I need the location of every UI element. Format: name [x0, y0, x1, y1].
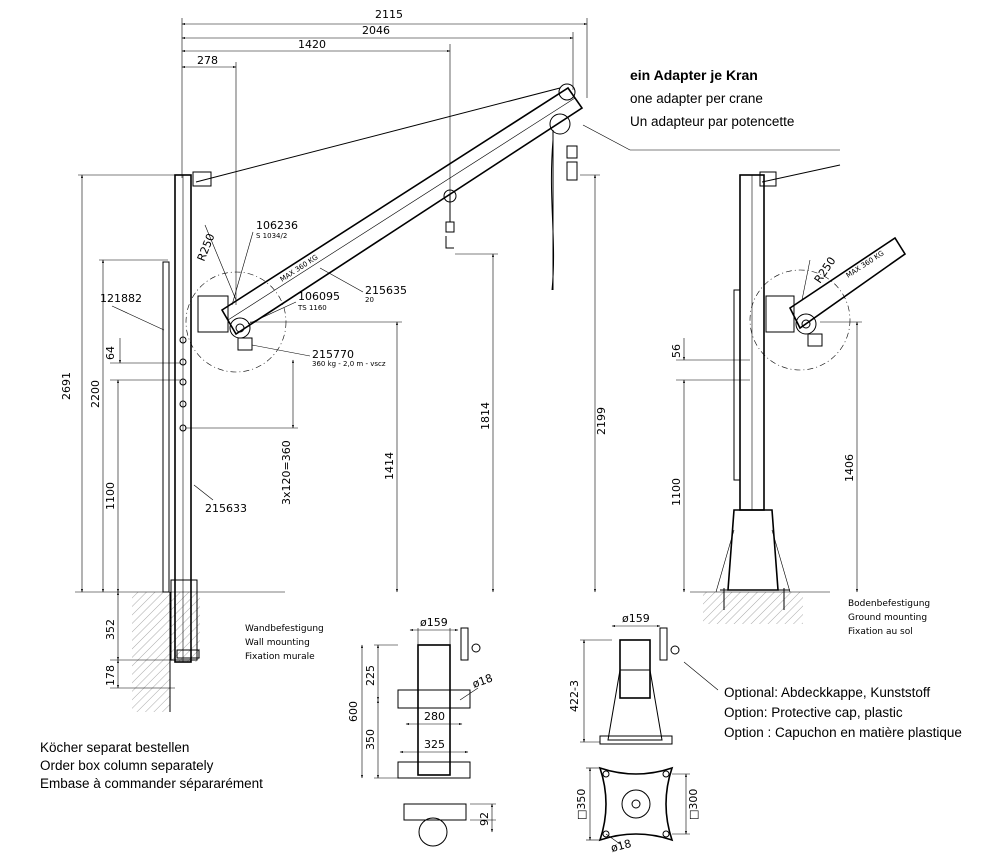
- wall-dim-350: 350: [364, 729, 377, 750]
- floor-socket-detail: ø159 422-3 □350 □300 ø18: [568, 612, 719, 855]
- floor-dim-d159: ø159: [622, 612, 650, 625]
- order-note-fr: Embase à commander sépararément: [40, 776, 263, 791]
- dim-2115: 2115: [375, 8, 403, 21]
- tie-rod-left: [195, 87, 561, 183]
- dim-1420: 1420: [298, 38, 326, 51]
- wall-note-en: Wall mounting: [245, 638, 310, 648]
- wall-dim-d159: ø159: [420, 616, 448, 629]
- floor-plate-plan: [598, 766, 674, 842]
- part-106236: 106236: [256, 219, 298, 232]
- wall-dim-280: 280: [424, 710, 445, 723]
- floor-dim-d18: ø18: [609, 837, 632, 855]
- dim-56: 56: [670, 344, 683, 358]
- part-106095: 106095: [298, 290, 340, 303]
- adapter-note: ein Adapter je Kran one adapter per cran…: [582, 67, 840, 151]
- floor-hatch-right: [703, 592, 803, 624]
- part-215635-sub: 20: [365, 296, 374, 304]
- dim-2200: 2200: [89, 380, 102, 408]
- dim-3x120: 3x120=360: [280, 440, 293, 505]
- wall-dim-d18: ø18: [471, 672, 495, 691]
- part-121882: 121882: [100, 292, 142, 305]
- order-note-de: Köcher separat bestellen: [40, 740, 189, 755]
- adapter-note-fr: Un adapteur par potencette: [630, 114, 794, 129]
- part-215633: 215633: [205, 502, 247, 515]
- dim-352: 352: [104, 619, 117, 640]
- dim-64: 64: [104, 346, 117, 360]
- dim-1814: 1814: [479, 402, 492, 430]
- part-215770: 215770: [312, 348, 354, 361]
- adapter-note-en: one adapter per crane: [630, 91, 763, 106]
- wall-note-fr: Fixation murale: [245, 652, 315, 662]
- option-note-fr: Option : Capuchon en matière plastique: [724, 725, 962, 740]
- dim-r250-right: R250: [812, 255, 839, 286]
- wall-dim-92: 92: [478, 812, 491, 826]
- dim-178: 178: [104, 665, 117, 686]
- dim-278: 278: [197, 54, 218, 67]
- floor-dim-422: 422-3: [568, 680, 581, 712]
- wall-hatch: [132, 592, 170, 712]
- wall-crane-view: MAX 360 KG 2115 2046 1420 2: [60, 8, 608, 712]
- wall-dim-600: 600: [347, 701, 360, 722]
- floor-note-en: Ground mounting: [848, 613, 927, 623]
- wall-dim-225: 225: [364, 665, 377, 686]
- wall-dim-325: 325: [424, 738, 445, 751]
- part-106236-sub: S 1034/2: [256, 232, 287, 240]
- wall-note-de: Wandbefestigung: [245, 624, 324, 634]
- option-note-en: Option: Protective cap, plastic: [724, 705, 903, 720]
- dim-2046: 2046: [362, 24, 390, 37]
- dim-1100-right: 1100: [670, 478, 683, 506]
- dim-2199: 2199: [595, 407, 608, 435]
- dim-1100-left: 1100: [104, 482, 117, 510]
- floor-crane-view: MAX 360 KG R250 56 1100 1406 Bodenbefest…: [670, 164, 930, 637]
- dim-1414: 1414: [383, 452, 396, 480]
- floor-note-fr: Fixation au sol: [848, 627, 913, 637]
- dim-1406: 1406: [843, 454, 856, 482]
- wall-socket-detail: ø159 600 225 350 280 325 ø18 92: [347, 616, 496, 847]
- part-106095-sub: TS 1160: [297, 304, 327, 312]
- boom-capacity-label-right: MAX 360 KG: [845, 249, 886, 279]
- order-note-en: Order box column separately: [40, 758, 214, 773]
- dim-2691: 2691: [60, 372, 73, 400]
- floor-dim-300: □300: [687, 789, 700, 820]
- floor-note-de: Bodenbefestigung: [848, 599, 930, 609]
- boom-left: [220, 86, 584, 336]
- part-215770-sub: 360 kg - 2,0 m - vscz: [312, 360, 386, 368]
- option-note-de: Optional: Abdeckkappe, Kunststoff: [724, 685, 930, 700]
- part-215635: 215635: [365, 284, 407, 297]
- adapter-note-de: ein Adapter je Kran: [630, 67, 758, 83]
- boom-capacity-label-left: MAX 360 KG: [279, 253, 320, 283]
- floor-dim-350: □350: [575, 789, 588, 820]
